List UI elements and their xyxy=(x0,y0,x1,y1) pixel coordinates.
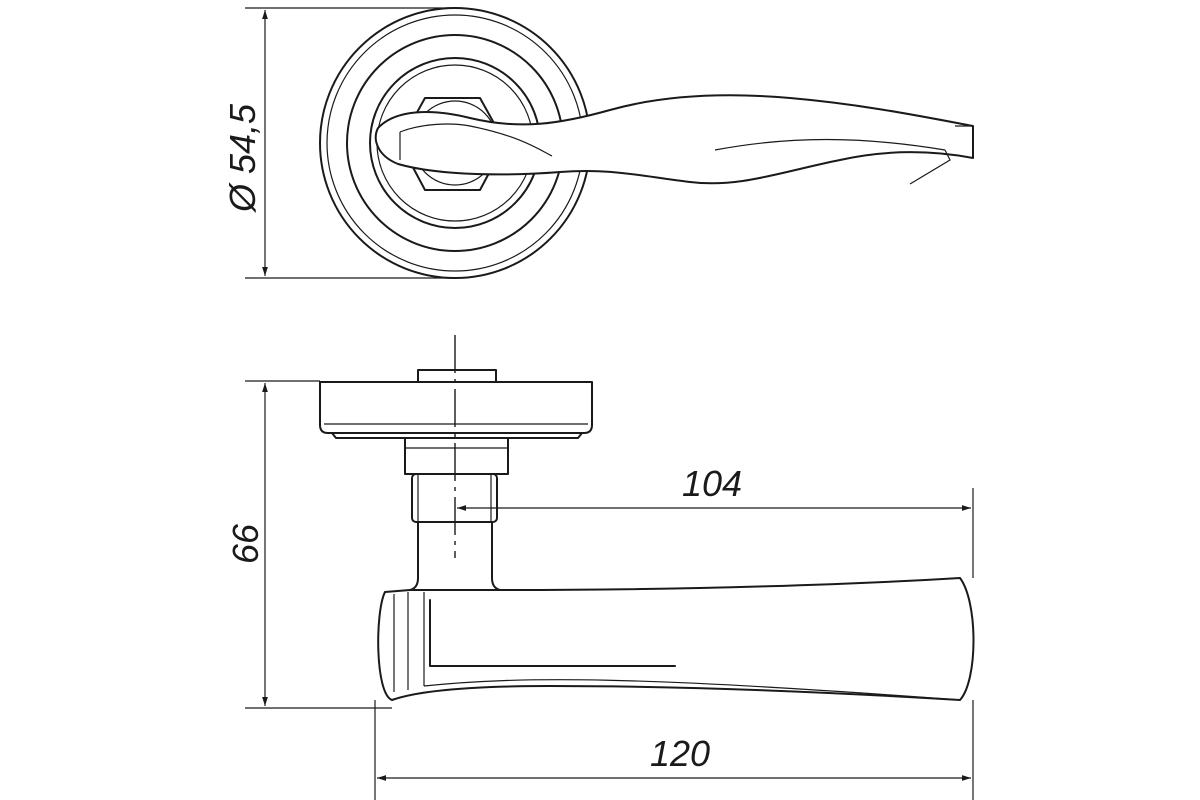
neck-sleeve xyxy=(411,473,498,523)
dim-120-label: 120 xyxy=(650,733,710,774)
neck-collar-side xyxy=(404,437,509,475)
dim-104-label: 104 xyxy=(682,463,742,504)
top-view: Ø 54,5 xyxy=(222,7,974,279)
dim-diameter-label: Ø 54,5 xyxy=(222,103,263,213)
dim-66-label: 66 xyxy=(225,523,266,564)
rosette-plate xyxy=(319,381,593,434)
lever-top-view xyxy=(374,94,974,185)
side-view: 66 104 120 xyxy=(225,335,975,800)
lever-side-view xyxy=(377,577,975,701)
spindle-square xyxy=(417,369,497,383)
